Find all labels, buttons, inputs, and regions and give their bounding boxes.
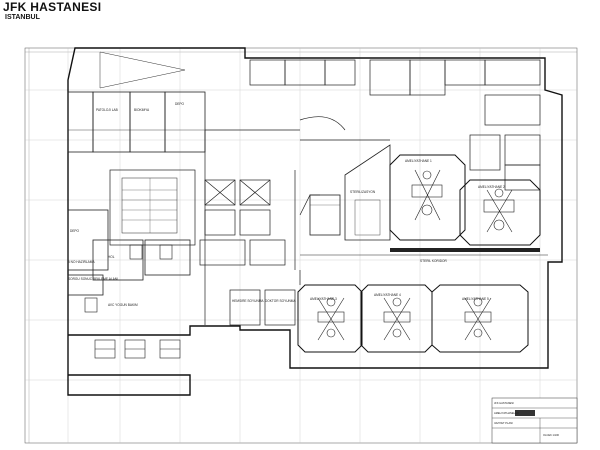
page-subtitle: ISTANBUL — [5, 14, 40, 21]
sterilization-room — [309, 144, 391, 241]
title-block: JFK HASTANESI AMELIYATHANELER VAZIYET PL… — [491, 397, 578, 444]
dimension-frame — [24, 47, 578, 444]
label-yogun: AVC YOGUN BAKIM — [108, 303, 138, 307]
label-depo-left: DEPO — [70, 229, 80, 233]
label-biokimya: BIOKIMYA — [134, 108, 150, 112]
label-doktor: DOKTOR SOYUNMA — [265, 299, 296, 303]
tb-line2: AMELIYATHANELER — [494, 411, 519, 415]
atrium-marker — [99, 51, 186, 89]
lab-rooms — [67, 91, 206, 153]
or-equipment-top — [411, 169, 515, 233]
label-ameliyat4: AMELIYATHANE 4 — [374, 293, 401, 297]
tb-line1: JFK HASTANESI — [494, 401, 514, 405]
page-title: JFK HASTANESI — [3, 0, 102, 14]
label-ameliyat1: AMELIYATHANE 1 — [405, 159, 432, 163]
tb-line3: VAZIYET PLANI — [494, 421, 513, 425]
label-koridor: STERIL KORIDOR — [420, 259, 448, 263]
sterile-corridor-band — [390, 248, 540, 252]
misc-walls — [204, 116, 390, 325]
or-top — [389, 154, 541, 246]
label-hol: HOL — [108, 255, 115, 259]
label-hemsire: HEMSIRE SOYUNMA — [232, 299, 264, 303]
left-wing — [67, 209, 191, 296]
tb-line4: OLCEK 1/100 — [543, 433, 560, 437]
label-ameliyat5: AMELIYATHANE 5 — [462, 297, 489, 301]
or-equipment-bottom — [317, 297, 492, 341]
elevators — [199, 179, 286, 266]
icu-beds — [84, 244, 181, 359]
label-patoloji: PATOLOJI LAB — [96, 108, 118, 112]
changing-rooms — [229, 289, 296, 326]
building-outline — [67, 47, 563, 396]
label-depo-top: DEPO — [175, 102, 185, 106]
room-labels: PATOLOJI LAB BIOKIMYA DEPO DEPO HOL 5 NO… — [68, 102, 505, 307]
top-rooms — [249, 59, 541, 191]
label-hazirlama: 5 NO HAZIRLAMA — [68, 260, 95, 264]
or-bottom — [297, 284, 529, 353]
label-ameliyat2: AMELIYATHANE 2 — [478, 185, 505, 189]
label-sorgu: SORGU SONUC BEKLEME ALANI — [68, 277, 118, 281]
stair-core — [109, 169, 196, 246]
label-ameliyat3: AMELIYATHANE 3 — [310, 297, 337, 301]
label-steril: STERILIZASYON — [350, 190, 376, 194]
